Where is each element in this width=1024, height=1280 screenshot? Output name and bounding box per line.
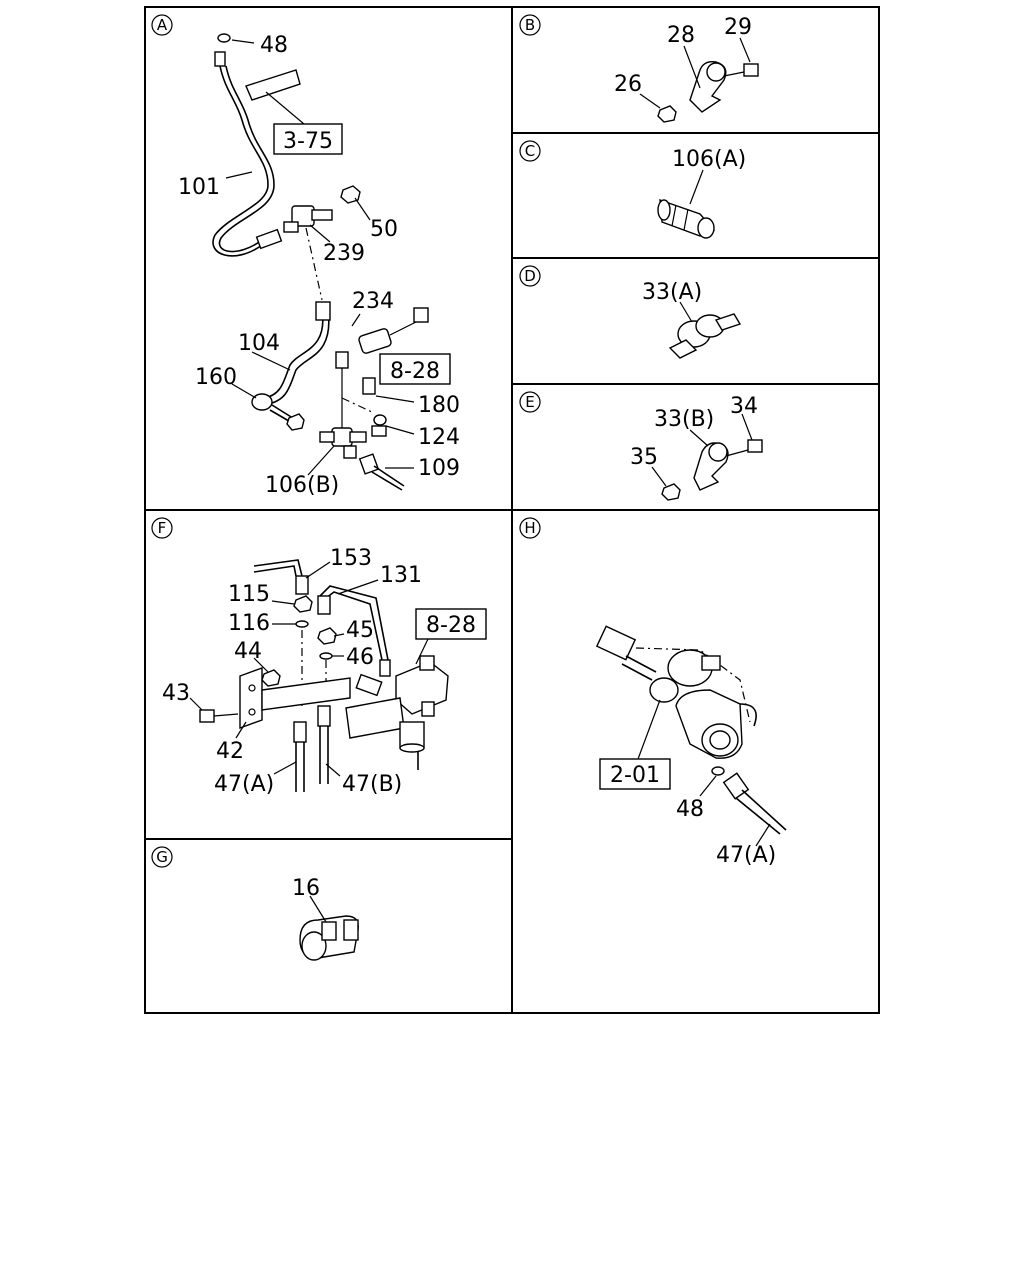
- panel-d: D 33(A): [519, 265, 742, 359]
- panel-f-drawing: [199, 559, 449, 792]
- svg-text:G: G: [156, 848, 168, 866]
- panel-f-leaders: [189, 561, 429, 777]
- panel-c-leader: [689, 169, 704, 205]
- part-label-106a: 106(A): [672, 147, 746, 172]
- part-label-45: 45: [346, 618, 374, 643]
- ref-label-3-75: 3-75: [283, 129, 333, 154]
- svg-text:F: F: [158, 519, 167, 537]
- panel-f: F: [151, 517, 487, 797]
- part-label-101: 101: [178, 175, 220, 200]
- part-label-33b: 33(B): [654, 407, 714, 432]
- panel-c-letter: C: [519, 140, 541, 162]
- part-label-29: 29: [724, 15, 752, 40]
- part-label-26: 26: [614, 72, 642, 97]
- part-label-43: 43: [162, 681, 190, 706]
- panel-a-letter: A: [151, 14, 173, 36]
- part-label-47a-h: 47(A): [716, 843, 776, 868]
- svg-text:B: B: [525, 16, 535, 34]
- panel-g-leader: [309, 895, 327, 923]
- panel-f-letter: F: [151, 517, 173, 539]
- panel-g-drawing: [299, 915, 359, 961]
- panel-d-drawing: [668, 313, 742, 359]
- panel-e-drawing: [661, 439, 763, 501]
- panel-b: B 28 29 26: [519, 14, 759, 123]
- ref-label-8-28-f: 8-28: [426, 613, 476, 638]
- part-label-16: 16: [292, 876, 320, 901]
- ref-box-8-28: [379, 353, 451, 385]
- ref-label-2-01: 2-01: [610, 763, 660, 788]
- panel-h-leaders: [637, 699, 771, 847]
- part-label-124: 124: [418, 425, 460, 450]
- part-label-50: 50: [370, 217, 398, 242]
- part-label-46: 46: [346, 645, 374, 670]
- panel-d-letter: D: [519, 265, 541, 287]
- part-label-239: 239: [323, 241, 365, 266]
- part-label-234: 234: [352, 289, 394, 314]
- part-label-34: 34: [730, 394, 758, 419]
- part-label-44: 44: [234, 639, 262, 664]
- panel-a-leaders: [225, 39, 415, 476]
- part-label-109: 109: [418, 456, 460, 481]
- panel-grid: [144, 6, 880, 1014]
- panel-e-leaders: [651, 413, 753, 487]
- panel-g-letter: G: [151, 846, 173, 868]
- part-label-153: 153: [330, 546, 372, 571]
- svg-text:D: D: [524, 267, 536, 285]
- part-label-115: 115: [228, 582, 270, 607]
- svg-text:A: A: [157, 16, 168, 34]
- panel-h: H 2-01: [519, 517, 787, 868]
- svg-text:E: E: [525, 393, 534, 411]
- panel-a-drawing: [212, 33, 429, 491]
- panel-b-leaders: [639, 37, 751, 109]
- part-label-42: 42: [216, 739, 244, 764]
- ref-box-3-75: [273, 123, 343, 155]
- part-label-104: 104: [238, 331, 280, 356]
- ref-box-2-01: [599, 758, 671, 790]
- ref-label-8-28: 8-28: [390, 359, 440, 384]
- part-label-47a: 47(A): [214, 772, 274, 797]
- part-label-47b: 47(B): [342, 772, 402, 797]
- panel-c-drawing: [657, 198, 716, 239]
- panel-e-letter: E: [519, 391, 541, 413]
- panel-h-letter: H: [519, 517, 541, 539]
- panel-h-drawing: [595, 625, 787, 835]
- part-label-33a: 33(A): [642, 280, 702, 305]
- part-label-48-h: 48: [676, 797, 704, 822]
- part-label-48: 48: [260, 33, 288, 58]
- panel-a: A: [151, 14, 460, 498]
- panel-b-drawing: [657, 60, 759, 123]
- part-label-35: 35: [630, 445, 658, 470]
- part-label-28: 28: [667, 23, 695, 48]
- part-label-131: 131: [380, 563, 422, 588]
- svg-text:H: H: [524, 519, 535, 537]
- part-label-106b: 106(B): [265, 473, 339, 498]
- panel-b-letter: B: [519, 14, 541, 36]
- part-label-116: 116: [228, 611, 270, 636]
- part-label-180: 180: [418, 393, 460, 418]
- svg-text:C: C: [525, 142, 535, 160]
- ref-box-8-28-f: [415, 608, 487, 640]
- panel-g: G 16: [151, 846, 359, 961]
- panel-c: C 106(A): [519, 140, 746, 239]
- panel-e: E 33(B) 34 35: [519, 391, 763, 501]
- panel-d-leader: [679, 301, 693, 323]
- part-label-160: 160: [195, 365, 237, 390]
